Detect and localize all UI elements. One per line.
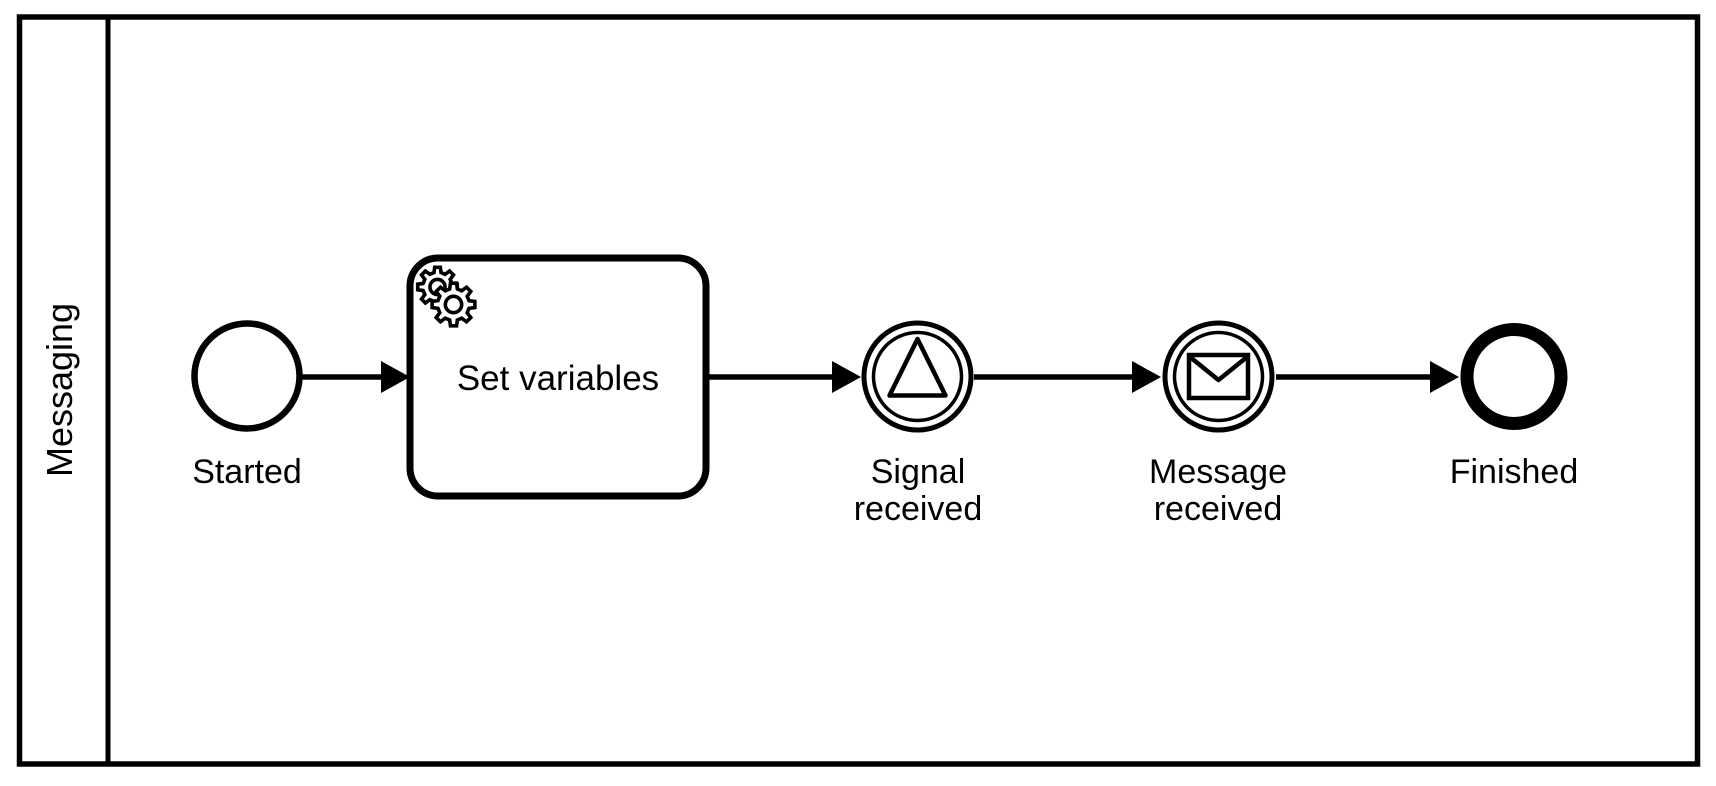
signal-triangle-icon	[887, 336, 948, 398]
message-event-label-line2: received	[1154, 490, 1283, 528]
lane-label: Messaging	[39, 303, 80, 477]
sequence-flow-task-to-signal[interactable]	[707, 361, 861, 393]
arrowhead-icon	[381, 361, 410, 393]
start-event-label: Started	[192, 453, 302, 491]
end-event-label: Finished	[1450, 453, 1579, 491]
start-event[interactable]: Started	[191, 320, 303, 492]
start-event-circle	[191, 320, 303, 432]
signal-event-label-line2: received	[854, 490, 983, 528]
task-border	[406, 254, 710, 500]
arrowhead-icon	[1132, 361, 1161, 393]
arrowhead-icon	[1430, 361, 1459, 393]
service-task-label: Set variables	[457, 359, 659, 398]
message-event-label-line1: Message	[1149, 453, 1287, 491]
signal-event-label-line1: Signal	[871, 453, 966, 491]
service-task[interactable]: Set variables	[406, 254, 710, 500]
sequence-flow-signal-to-message[interactable]	[974, 361, 1161, 393]
envelope-icon	[1186, 352, 1251, 401]
sequence-flows	[302, 361, 1459, 393]
end-event[interactable]: Finished	[1450, 323, 1579, 492]
arrowhead-icon	[832, 361, 861, 393]
sequence-flow-message-to-end[interactable]	[1276, 361, 1459, 393]
end-event-circle	[1460, 323, 1568, 430]
message-catch-event[interactable]: Message received	[1149, 320, 1287, 528]
signal-catch-event[interactable]: Signal received	[854, 320, 983, 528]
sequence-flow-start-to-task[interactable]	[302, 361, 410, 393]
